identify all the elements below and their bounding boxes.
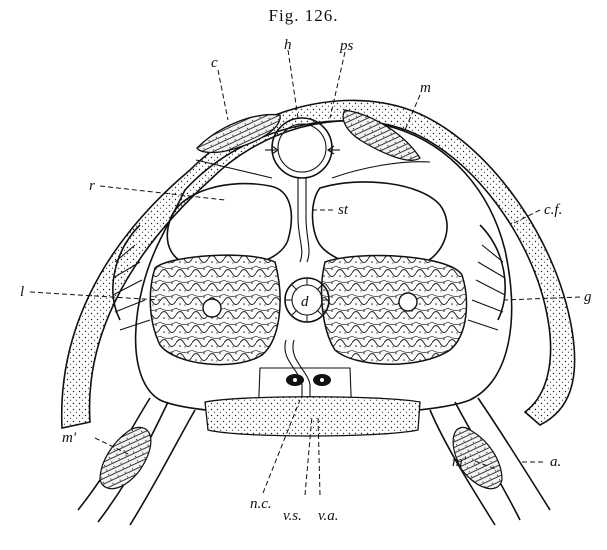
label-m: m [420,80,431,96]
ventral-plate [205,397,420,436]
label-vs: v.s. [283,508,302,524]
label-st: st [338,202,349,218]
label-a: a. [550,454,561,470]
label-h: h [284,37,292,53]
label-m-prime-right: m' [452,454,467,470]
label-m-prime-left: m' [62,430,77,446]
central-stalk [298,178,309,262]
ventral-vessel-stalk [285,340,310,400]
label-l: l [20,284,24,300]
figure-caption: Fig. 126. [0,6,607,26]
label-d: d [301,294,309,310]
label-r: r [89,178,95,194]
label-g: g [584,289,592,305]
label-ps: ps [339,38,354,54]
label-cf: c.f. [544,202,562,218]
label-nc: n.c. [250,496,272,512]
label-va: v.a. [318,508,339,524]
label-c: c [211,55,218,71]
